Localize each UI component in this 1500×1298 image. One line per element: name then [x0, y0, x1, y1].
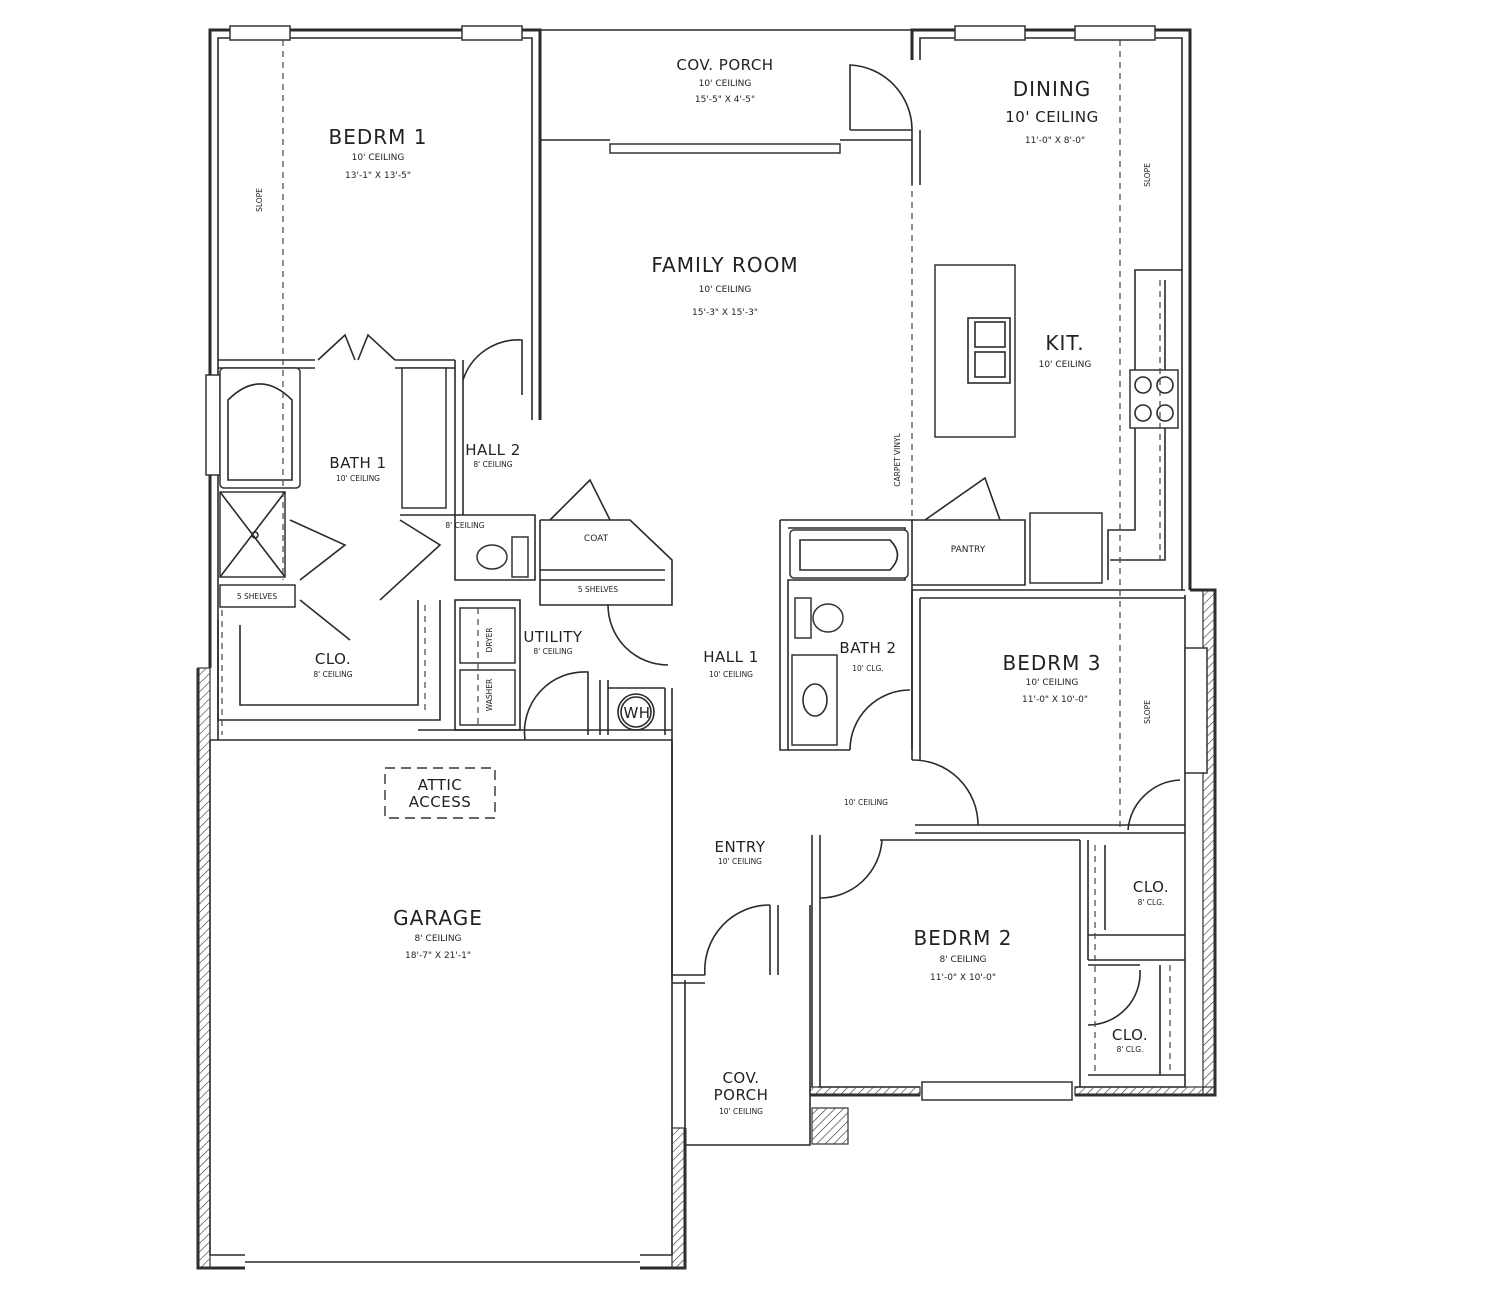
slope-label-bedrm3: SLOPE: [1143, 700, 1152, 724]
family-room-ceiling: 10' CEILING: [699, 285, 752, 295]
dining-ceiling: 10' CEILING: [1005, 108, 1098, 126]
shelves-master: 5 SHELVES: [237, 592, 278, 601]
water-heater-label: WH: [623, 704, 650, 722]
hall2-name: HALL 2: [465, 441, 521, 459]
kit-ceiling: 10' CEILING: [1039, 360, 1092, 370]
family-room-dims: 15'-3" X 15'-3": [692, 308, 758, 318]
front-porch-ceiling: 10' CEILING: [719, 1107, 763, 1116]
coat-label: COAT: [584, 534, 609, 544]
hall1-ceiling: 10' CEILING: [709, 670, 753, 679]
garage-dims: 18'-7" X 21'-1": [405, 951, 471, 961]
windows: [205, 25, 1208, 1101]
rear-porch-ceiling: 10' CEILING: [699, 79, 752, 89]
bedrm1-name: BEDRM 1: [329, 125, 428, 149]
hall2-ceiling: 8' CEILING: [473, 460, 512, 469]
clo2-ceiling: 8' CLG.: [1138, 898, 1165, 907]
bath1-name: BATH 1: [329, 454, 386, 472]
clo-master-ceiling: 8' CEILING: [313, 670, 352, 679]
washer-label: WASHER: [485, 679, 494, 712]
bedrm2-dims: 11'-0" X 10'-0": [930, 973, 996, 983]
attic-line2: ACCESS: [409, 793, 471, 811]
shelves-coat: 5 SHELVES: [578, 585, 619, 594]
bedrm2-name: BEDRM 2: [914, 926, 1013, 950]
clo3-name: CLO.: [1112, 1026, 1148, 1044]
hallway-ceiling: 10' CEILING: [844, 798, 888, 807]
slope-label-dining: SLOPE: [1143, 163, 1152, 187]
carpet-vinyl-label: CARPET VINYL: [893, 432, 902, 486]
annotations: SLOPE SLOPE SLOPE CARPET VINYL WASHER DR…: [255, 163, 1152, 724]
room-labels: COV. PORCH 10' CEILING 15'-5" X 4'-5" DI…: [237, 56, 1169, 1116]
bedrm3-dims: 11'-0" X 10'-0": [1022, 695, 1088, 705]
bedrm3-name: BEDRM 3: [1003, 651, 1102, 675]
attic-line1: ATTIC: [418, 776, 463, 794]
clo2-name: CLO.: [1133, 878, 1169, 896]
clo-master-name: CLO.: [315, 650, 351, 668]
entry-ceiling: 10' CEILING: [718, 857, 762, 866]
rear-porch-dims: 15'-5" X 4'-5": [695, 95, 755, 105]
clo3-ceiling: 8' CLG.: [1117, 1045, 1144, 1054]
wc-ceiling: 8' CEILING: [445, 521, 484, 530]
dining-dims: 11'-0" X 8'-0": [1025, 136, 1085, 146]
interior-walls: [210, 130, 1185, 1095]
bath2-ceiling: 10' CLG.: [852, 664, 884, 673]
garage-ceiling: 8' CEILING: [414, 934, 461, 944]
hatched-walls: [197, 589, 1216, 1269]
dining-name: DINING: [1013, 77, 1092, 101]
utility-name: UTILITY: [523, 628, 583, 646]
kit-name: KIT.: [1045, 331, 1084, 355]
utility-ceiling: 8' CEILING: [533, 647, 572, 656]
front-porch-line2: PORCH: [714, 1086, 769, 1104]
bedrm1-ceiling: 10' CEILING: [352, 153, 405, 163]
bedrm2-ceiling: 8' CEILING: [939, 955, 986, 965]
slope-label-bedrm1: SLOPE: [255, 188, 264, 212]
bedrm1-dims: 13'-1" X 13'-5": [345, 171, 411, 181]
rear-porch-name: COV. PORCH: [676, 56, 773, 74]
dashed-lines: [221, 40, 1171, 1075]
dryer-label: DRYER: [485, 627, 494, 652]
pantry-label: PANTRY: [951, 545, 986, 555]
bath2-name: BATH 2: [839, 639, 896, 657]
front-porch-line1: COV.: [722, 1069, 759, 1087]
bath1-ceiling: 10' CEILING: [336, 474, 380, 483]
door-swings: [289, 64, 1181, 1026]
family-room-name: FAMILY ROOM: [651, 253, 798, 277]
bedrm3-ceiling: 10' CEILING: [1026, 678, 1079, 688]
garage-name: GARAGE: [393, 906, 483, 930]
hall1-name: HALL 1: [703, 648, 759, 666]
entry-name: ENTRY: [715, 838, 766, 856]
